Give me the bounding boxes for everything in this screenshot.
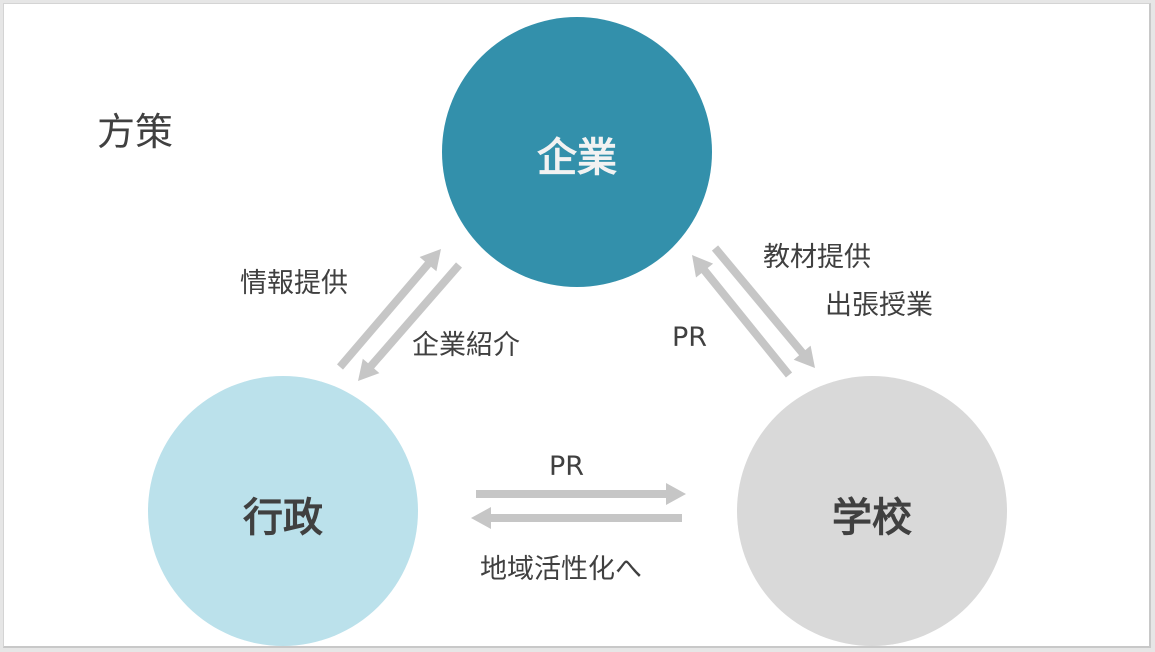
company-node [442, 17, 712, 287]
edge-label-info-provision: 情報提供 [240, 268, 348, 299]
school-node-label: 学校 [832, 495, 912, 541]
edge-label-company-introduction: 企業紹介 [412, 330, 520, 361]
edge-label-school-pr: PR [672, 322, 708, 353]
edge-label-visiting-lessons: 出張授業 [825, 290, 933, 321]
arrow-school-to-company [692, 255, 793, 378]
company-node-label: 企業 [537, 135, 617, 181]
arrow-gov-to-company [337, 249, 441, 370]
edge-label-regional-revitalization: 地域活性化へ [480, 554, 642, 585]
government-node-label: 行政 [243, 495, 323, 541]
government-node [148, 376, 418, 646]
edge-label-materials: 教材提供 [763, 242, 871, 273]
arrow-company-to-gov [358, 262, 462, 381]
page-title: 方策 [97, 110, 174, 154]
arrow-company-to-school [711, 245, 815, 368]
arrow-school-to-gov [471, 507, 682, 529]
school-node [737, 376, 1007, 646]
edge-label-gov-pr: PR [549, 451, 585, 482]
arrow-gov-to-school [476, 483, 686, 505]
